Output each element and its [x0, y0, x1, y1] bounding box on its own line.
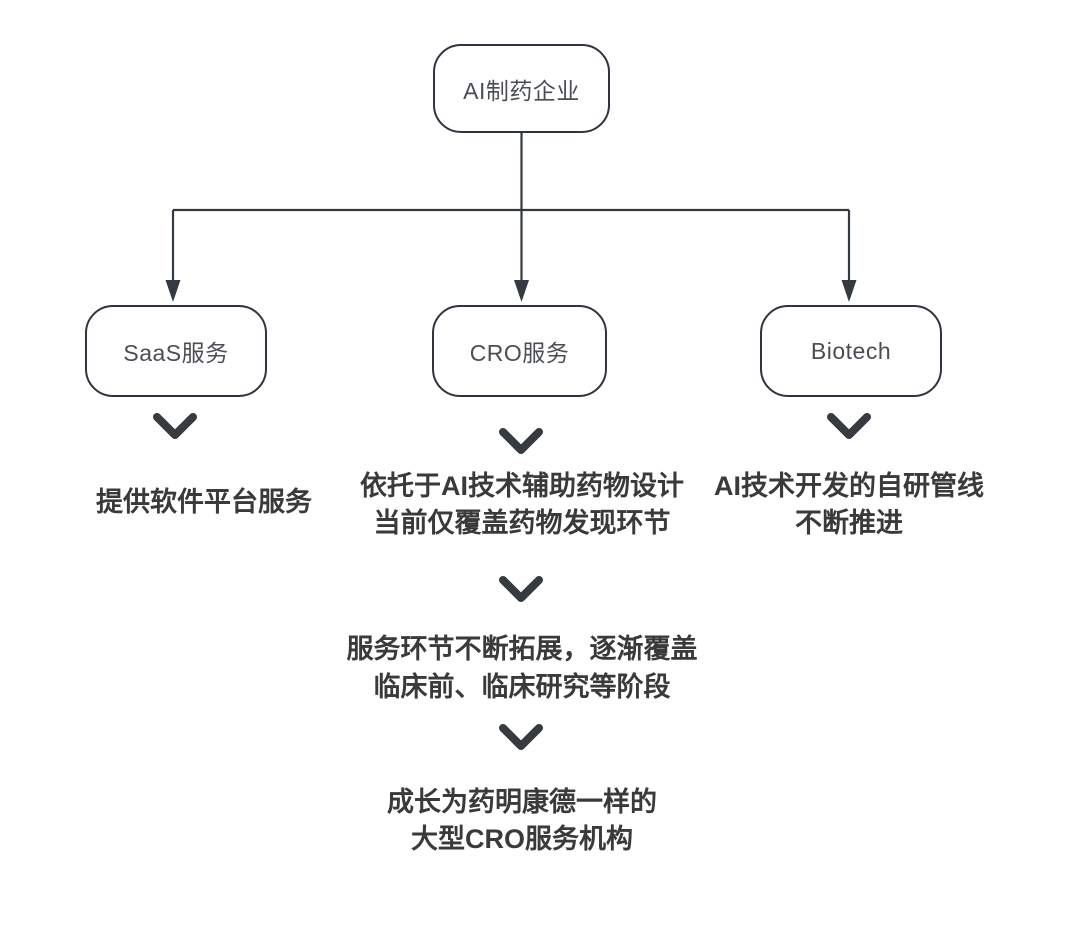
node-saas-label: SaaS服务 — [123, 340, 229, 366]
note-line: 服务环节不断拓展，逐渐覆盖 — [346, 634, 698, 664]
chevron-down-icon — [152, 411, 198, 441]
note-line: 大型CRO服务机构 — [411, 824, 633, 854]
node-biotech-label: Biotech — [810, 337, 892, 364]
node-cro: CRO服务 — [432, 305, 607, 397]
arrow-down-icon — [841, 280, 857, 302]
note-line: 提供软件平台服务 — [96, 487, 312, 517]
node-cro-label: CRO服务 — [469, 340, 570, 366]
arrow-down-icon — [514, 280, 529, 302]
note-line: 不断推进 — [795, 508, 903, 538]
node-saas: SaaS服务 — [85, 305, 267, 397]
chevron-down-icon — [498, 426, 544, 456]
node-biotech: Biotech — [760, 305, 942, 397]
node-root-label: AI制药企业 — [463, 77, 580, 104]
note-cro-step3: 成长为药明康德一样的 大型CRO服务机构 — [341, 784, 703, 858]
note-biotech: AI技术开发的自研管线 不断推进 — [689, 468, 1009, 542]
node-root: AI制药企业 — [433, 44, 610, 133]
note-line: 临床前、临床研究等阶段 — [373, 672, 671, 702]
chevron-down-icon — [498, 722, 544, 752]
chevron-down-icon — [826, 411, 872, 441]
note-line: 依托于AI技术辅助药物设计 — [360, 471, 684, 501]
note-line: 当前仅覆盖药物发现环节 — [373, 508, 671, 538]
note-saas: 提供软件平台服务 — [54, 484, 354, 521]
note-line: 成长为药明康德一样的 — [387, 787, 657, 817]
note-cro-step2: 服务环节不断拓展，逐渐覆盖 临床前、临床研究等阶段 — [321, 630, 723, 706]
note-line: AI技术开发的自研管线 — [714, 471, 984, 501]
note-cro-step1: 依托于AI技术辅助药物设计 当前仅覆盖药物发现环节 — [341, 468, 703, 542]
arrow-down-icon — [165, 280, 181, 302]
tree-connector — [171, 133, 851, 283]
chevron-down-icon — [498, 574, 544, 604]
